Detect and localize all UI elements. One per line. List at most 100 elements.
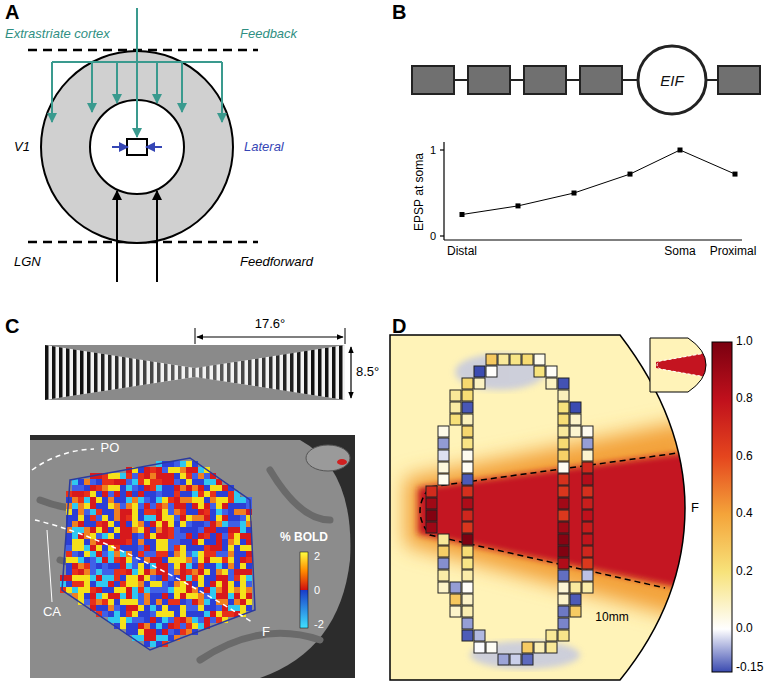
anatomical-label: F — [262, 625, 270, 640]
bold-voxel — [72, 509, 78, 515]
bold-voxel — [204, 539, 210, 545]
roi-outline — [62, 458, 255, 650]
bold-voxel — [192, 473, 198, 479]
bold-voxel — [120, 539, 126, 545]
bold-voxel — [246, 581, 252, 587]
bold-voxel — [96, 575, 102, 581]
bold-voxel — [180, 545, 186, 551]
bold-voxel — [90, 593, 96, 599]
bold-voxel — [72, 539, 78, 545]
bold-voxel — [108, 509, 114, 515]
bold-voxel — [198, 605, 204, 611]
bold-voxel — [210, 617, 216, 623]
axis-category: Proximal — [710, 245, 757, 259]
bold-voxel — [120, 569, 126, 575]
voxel-cell — [426, 522, 437, 533]
bold-voxel — [216, 581, 222, 587]
bold-voxel — [126, 539, 132, 545]
bold-voxel — [186, 515, 192, 521]
bold-voxel — [162, 527, 168, 533]
bold-voxel — [174, 587, 180, 593]
bold-voxel — [72, 497, 78, 503]
bold-voxel — [222, 569, 228, 575]
feedback-arrow — [221, 62, 223, 122]
bold-voxel — [114, 593, 120, 599]
bold-voxel — [168, 623, 174, 629]
bold-voxel — [126, 509, 132, 515]
bold-voxel — [168, 563, 174, 569]
grating-stripe — [192, 345, 196, 400]
grating-stripe — [66, 345, 70, 400]
bold-voxel — [108, 611, 114, 617]
bold-voxel — [228, 539, 234, 545]
bold-voxel — [192, 467, 198, 473]
grating-stripe — [143, 345, 147, 400]
colorbar-tick: 0 — [314, 584, 320, 597]
bold-voxel — [150, 479, 156, 485]
bold-voxel — [96, 479, 102, 485]
bold-voxel — [150, 545, 156, 551]
bold-voxel — [228, 575, 234, 581]
bold-voxel — [174, 473, 180, 479]
bold-voxel — [192, 545, 198, 551]
voxel-cell — [498, 654, 509, 665]
bold-voxel — [120, 527, 126, 533]
bold-voxel — [156, 509, 162, 515]
bold-voxel — [180, 623, 186, 629]
bold-voxel — [174, 557, 180, 563]
bold-voxel — [102, 575, 108, 581]
bold-voxel — [222, 485, 228, 491]
bold-voxel — [204, 569, 210, 575]
scale-label: 10mm — [595, 611, 628, 625]
grating-stripe — [248, 345, 252, 400]
bold-voxel — [66, 563, 72, 569]
panel-letter: D — [392, 315, 406, 338]
bold-voxel — [168, 617, 174, 623]
voxel-cell — [438, 438, 449, 449]
colorbar-tick: 0.6 — [736, 450, 753, 464]
bold-voxel — [210, 557, 216, 563]
bold-voxel — [168, 581, 174, 587]
bold-voxel — [96, 599, 102, 605]
layer-label: V1 — [14, 140, 30, 155]
bold-voxel — [234, 497, 240, 503]
bold-voxel — [126, 563, 132, 569]
grating-stripe — [241, 345, 245, 400]
grating-stripe — [339, 345, 343, 400]
grating-stripe — [164, 345, 168, 400]
bold-voxel — [156, 593, 162, 599]
bold-voxel — [180, 521, 186, 527]
bold-voxel — [108, 575, 114, 581]
bold-voxel — [204, 521, 210, 527]
bold-voxel — [114, 611, 120, 617]
bold-voxel — [216, 557, 222, 563]
bold-voxel — [162, 581, 168, 587]
bold-voxel — [174, 503, 180, 509]
voxel-cell — [582, 546, 593, 557]
bold-voxel — [168, 491, 174, 497]
bold-voxel — [84, 503, 90, 509]
bold-voxel — [168, 611, 174, 617]
pathway-label: Lateral — [244, 140, 284, 155]
bold-voxel — [186, 473, 192, 479]
voxel-cell — [558, 558, 569, 569]
bold-voxel — [198, 623, 204, 629]
bold-voxel — [180, 539, 186, 545]
bold-voxel — [102, 527, 108, 533]
bold-voxel — [180, 509, 186, 515]
grating-stripe — [276, 345, 280, 400]
bold-voxel — [240, 509, 246, 515]
voxel-cell — [558, 594, 569, 605]
bold-voxel — [78, 545, 84, 551]
bold-voxel — [96, 527, 102, 533]
bold-voxel — [120, 515, 126, 521]
panel-b-art — [412, 66, 760, 240]
bold-voxel — [96, 497, 102, 503]
bold-voxel — [96, 587, 102, 593]
bold-voxel — [240, 539, 246, 545]
compartment — [412, 66, 454, 94]
bold-voxel — [246, 587, 252, 593]
bold-voxel — [84, 497, 90, 503]
voxel-cell — [426, 510, 437, 521]
bold-voxel — [96, 509, 102, 515]
